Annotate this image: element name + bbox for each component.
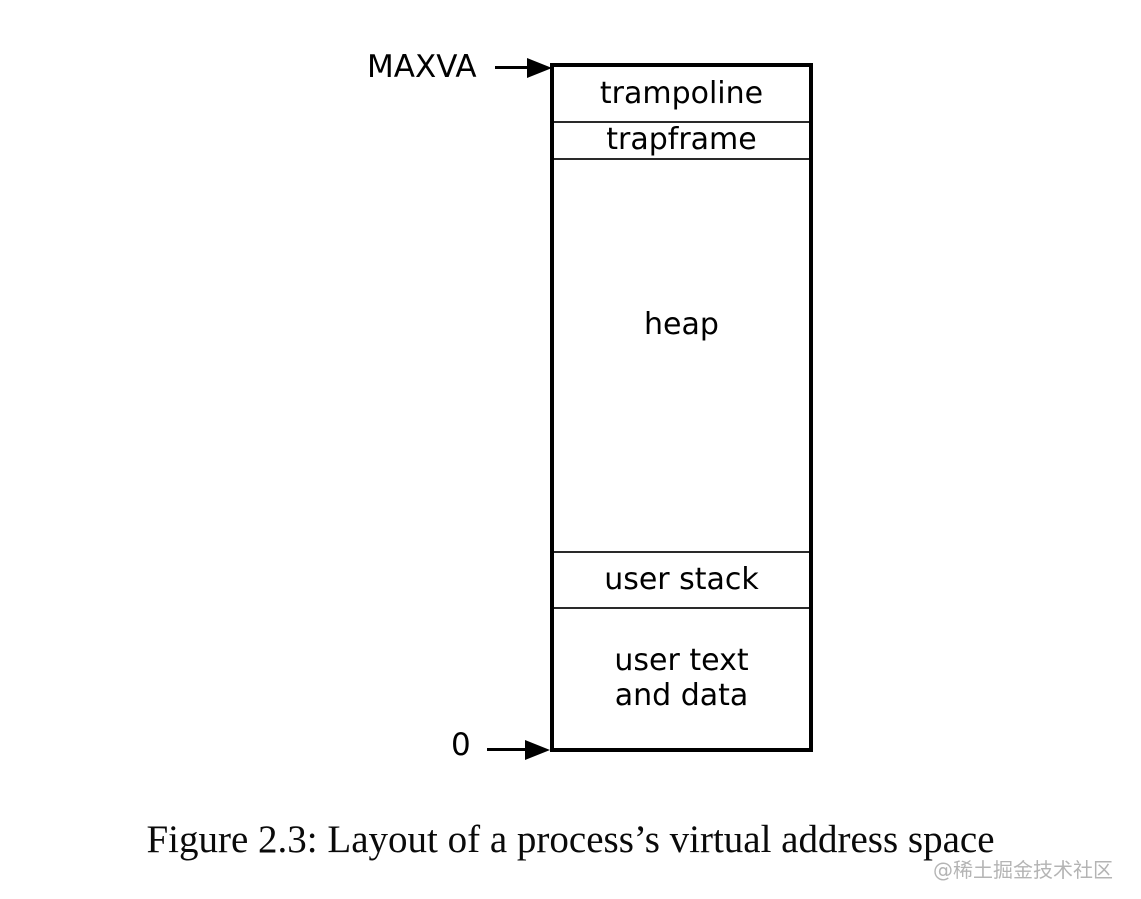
maxva-arrow-line: [495, 66, 532, 69]
zero-address-label: 0: [451, 727, 471, 763]
section-user-stack-label: user stack: [604, 561, 759, 597]
virtual-address-space-box: trampoline trapframe heap user stack use…: [550, 63, 813, 752]
section-user-text-and-data: user text and data: [554, 609, 809, 748]
watermark: @稀土掘金技术社区: [933, 858, 1113, 882]
maxva-arrow-icon: [527, 58, 552, 78]
section-trapframe: trapframe: [554, 123, 809, 160]
zero-arrow-line: [487, 748, 528, 751]
section-heap-label: heap: [644, 307, 719, 343]
section-trampoline-label: trampoline: [599, 75, 764, 111]
figure-caption: Figure 2.3: Layout of a process’s virtua…: [146, 818, 995, 861]
section-user-stack: user stack: [554, 553, 809, 609]
section-trampoline: trampoline: [554, 67, 809, 123]
zero-arrow-icon: [525, 740, 550, 760]
section-trapframe-label: trapframe: [606, 122, 757, 158]
section-heap: heap: [554, 160, 809, 553]
section-user-text-line1: user text: [614, 643, 749, 678]
section-user-text-line2: and data: [614, 677, 749, 713]
maxva-label: MAXVA: [367, 49, 477, 85]
